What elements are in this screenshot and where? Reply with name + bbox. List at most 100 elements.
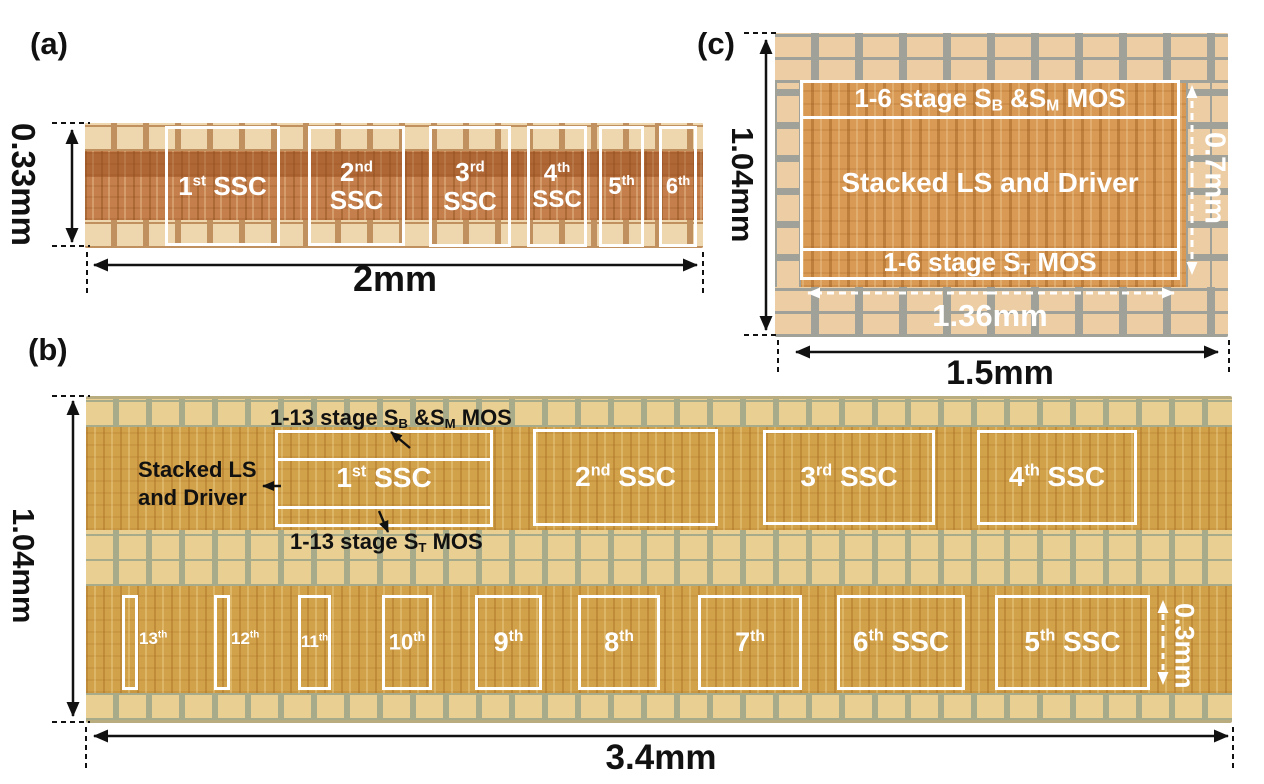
dim-label-b-height: 1.04mm [6,507,41,624]
ssc-box-b-13 [122,595,138,690]
stage-number: 5 [608,173,622,201]
stage-number: 1 [336,462,352,494]
ordinal-suffix: nd [590,462,611,481]
ssc-box-a-5: 5th [599,126,644,247]
dim-label-a-width: 2mm [352,258,438,299]
stage-number: 3 [455,157,470,188]
ls-driver-box-c: 1-6 stage SB &SM MOS Stacked LS and Driv… [800,80,1180,280]
stage-number: 3 [800,461,816,493]
ordinal-suffix: th [750,627,765,645]
ssc-box-label: 5th SSC [1024,627,1120,657]
label-rest: SSC [206,170,267,201]
ordinal-suffix: th [619,627,634,645]
st-mos-band: 1-6 stage ST MOS [803,247,1177,279]
ordinal-suffix: st [351,463,367,482]
ordinal-suffix: th [557,159,571,176]
ssc-box-b-11: 11th [298,595,331,690]
annotation-sb-sm-mos: 1-13 stage SB &SM MOS [270,404,512,432]
ssc-box-label: 6th SSC [853,627,949,657]
sb-sm-mos-band: 1-6 stage SB &SM MOS [803,83,1177,119]
text-run: 1-13 stage S [270,405,399,430]
stacked-ls-driver-region: Stacked LS and Driver [803,119,1177,248]
stage-number: 6 [665,173,679,199]
text-run: &S [407,405,445,430]
ordinal-suffix: th [678,173,691,189]
region-label: Stacked LS and Driver [841,167,1139,199]
subscript: T [418,539,427,555]
dim-label-c-height: 1.04mm [725,126,760,243]
subscript: B [991,97,1003,115]
st-band-line [278,506,490,509]
label-rest: SSC [832,461,898,493]
panel-b-tag: (b) [28,332,68,367]
stage-number: 2 [575,461,591,493]
ssc-box-b-4: 4th SSC [977,430,1137,525]
ssc-box-b-5: 5th SSC [995,595,1150,690]
ssc-box-label: 8th [604,626,634,657]
ordinal-suffix: th [621,172,635,189]
ordinal-suffix: st [192,172,207,190]
ordinal-suffix: th [413,629,426,645]
ordinal-suffix: th [157,629,168,641]
pad-row [86,693,1232,720]
dim-label-b-width: 3.4mm [605,738,717,777]
stage-number: 4 [1008,461,1025,493]
ssc-box-b-9: 9th [475,595,542,690]
text-run: 1-6 stage S [883,247,1021,278]
ordinal-suffix: th [1039,627,1056,646]
ordinal-suffix: th [1024,462,1040,481]
stage-number: 8 [604,626,620,657]
pad-column [775,83,801,287]
text-run: 1-6 stage S [854,82,992,113]
stage-number: 12 [231,629,250,648]
dim-label-b-inner-height: 0.3mm [1169,603,1200,689]
ordinal-suffix: nd [354,158,373,176]
stage-number: 11 [300,632,319,652]
annotation-st-mos: 1-13 stage ST MOS [290,528,483,556]
text-run: 1-13 stage S [290,529,419,554]
ssc-box-label: 10th [389,630,426,654]
ssc-box-label: 5th [608,173,635,200]
label-rest: SSC [532,186,582,213]
stage-number: 6 [852,626,869,658]
text-run: MOS [1030,247,1097,278]
stage-number: 5 [1024,626,1040,658]
ssc-box-label: 3rd SSC [800,462,897,492]
pad-row [86,399,1232,427]
label-rest: SSC [329,185,384,215]
panel-c-tag: (c) [697,26,735,61]
text-run: Stacked LS [138,457,257,482]
text-run: &S [1002,82,1047,113]
dim-label-c-inner-height: 0.7mm [1198,132,1231,224]
ssc-box-label: 7th [735,627,765,657]
stage-number: 1 [178,170,193,201]
ssc-stage-label-12: 12th [231,629,259,649]
dim-label-a-height: 0.33mm [5,122,42,246]
ssc-box-b-12 [214,595,230,690]
pad-row [775,33,1228,83]
ssc-box-label: 1st SSC [336,463,431,493]
panel-a-tag: (a) [30,26,68,61]
ssc-box-b-2: 2nd SSC [533,429,718,526]
ordinal-suffix: th [868,627,884,646]
ssc-box-label: 2nd SSC [575,462,676,492]
ssc-box-b-8: 8th [578,595,660,690]
label-rest: SSC [366,462,432,494]
ordinal-suffix: th [318,632,329,644]
subscript: B [398,415,408,431]
text-run: and Driver [138,484,247,510]
ordinal-suffix: th [249,629,260,641]
label-rest: SSC [1039,461,1106,493]
ssc-box-b-1: 1st SSC [275,430,493,527]
ssc-box-b-10: 10th [382,595,432,690]
ssc-box-label: 9th [494,627,524,657]
dim-label-c-width: 1.5mm [946,354,1054,392]
pad-row [86,530,1232,586]
